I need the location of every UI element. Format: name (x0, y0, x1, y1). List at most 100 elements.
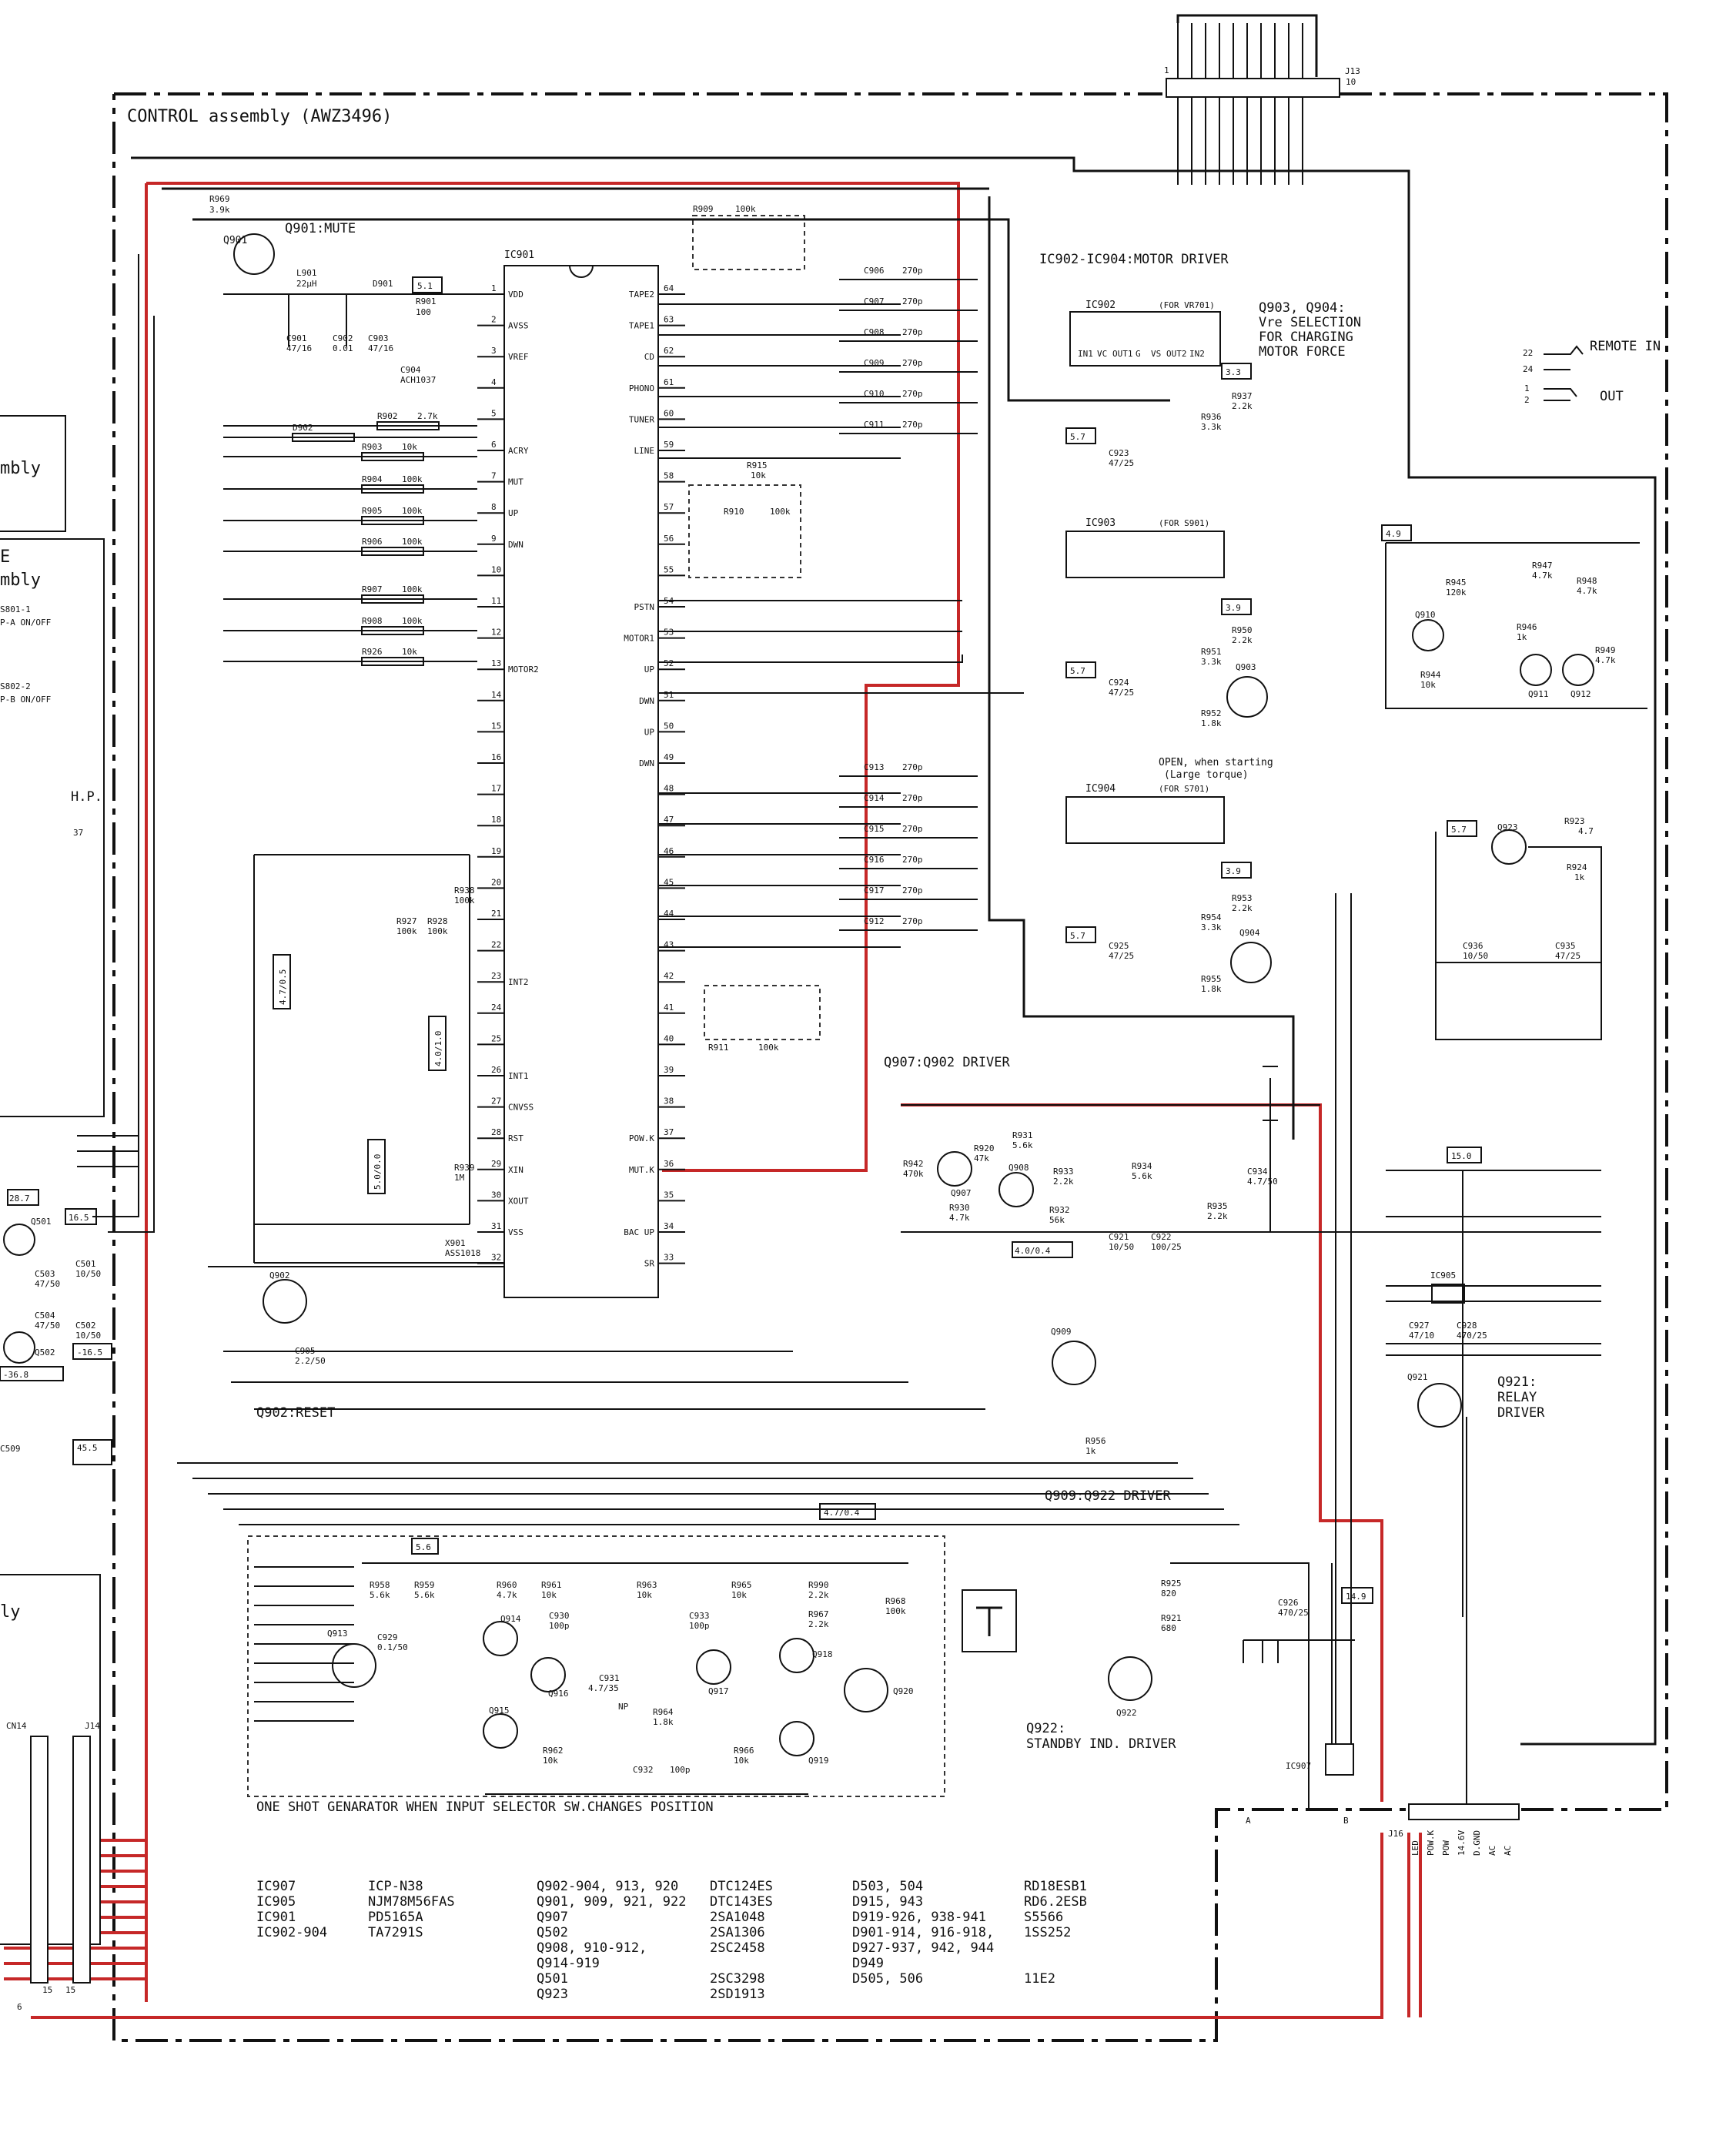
svg-text:R928: R928 (427, 916, 448, 926)
svg-text:POW.K: POW.K (1426, 1830, 1436, 1856)
svg-text:VC: VC (1097, 349, 1107, 359)
svg-text:2.2k: 2.2k (1207, 1211, 1228, 1221)
svg-text:IC905: IC905 (1430, 1270, 1456, 1281)
svg-text:10: 10 (1346, 77, 1356, 87)
svg-text:1: 1 (1164, 65, 1169, 75)
rotated-voltage-tags: 4.7/0.5 4.0/1.0 5.0/0.0 (273, 954, 447, 1194)
svg-text:100k: 100k (396, 926, 417, 936)
cap-ref: C917 (864, 886, 885, 896)
svg-text:Q912: Q912 (1570, 689, 1591, 699)
vre-selection-note: Q903, Q904: Vre SELECTION FOR CHARGING M… (1259, 300, 1361, 360)
svg-text:37: 37 (73, 828, 83, 838)
resistor-ref: R902 (377, 411, 398, 421)
diode-refs: D919-926, 938-941 (852, 1910, 986, 1925)
ic901-pin-name: SR (644, 1259, 655, 1269)
ic901-pin-number: 6 (491, 440, 497, 450)
svg-text:(FOR S701): (FOR S701) (1159, 784, 1209, 794)
cap-ref: C910 (864, 389, 885, 399)
svg-text:2.2k: 2.2k (808, 1590, 829, 1600)
svg-text:X901: X901 (445, 1238, 466, 1248)
ic901-pin-number: 39 (664, 1065, 674, 1075)
resistor-ref: R908 (362, 616, 383, 626)
svg-text:Q913: Q913 (327, 1629, 348, 1639)
svg-text:C503: C503 (35, 1269, 55, 1279)
svg-text:5.0/0.0: 5.0/0.0 (373, 1154, 383, 1190)
ic901-pin-name: CD (644, 352, 654, 362)
ic901-pin-number: 7 (491, 471, 497, 481)
svg-text:Q922: Q922 (1116, 1708, 1137, 1718)
ic901-pin-number: 40 (664, 1033, 674, 1043)
svg-text:16.5: 16.5 (69, 1213, 89, 1223)
q501-q502-section: 28.7 16.5 Q501 C503 47/50 C501 10/50 C50… (0, 1189, 112, 1465)
ic901-pin-name: INT2 (508, 977, 529, 987)
svg-text:680: 680 (1161, 1623, 1176, 1633)
transistor-part: DTC143ES (710, 1894, 773, 1910)
svg-text:C925: C925 (1109, 941, 1129, 951)
parts-ref: IC901 (256, 1910, 296, 1925)
svg-text:22: 22 (1523, 348, 1533, 358)
cap-ref: C916 (864, 855, 885, 865)
svg-text:(FOR VR701): (FOR VR701) (1159, 300, 1215, 310)
svg-text:R949: R949 (1595, 645, 1616, 655)
svg-text:A: A (1246, 1816, 1251, 1826)
ic901-pin-number: 1 (491, 283, 497, 293)
ic901-pin-number: 12 (491, 628, 501, 638)
svg-text:47/10: 47/10 (1409, 1331, 1434, 1341)
q901-mute-transistor: Q901 Q901:MUTE R969 3.9k (209, 194, 356, 275)
svg-text:C922: C922 (1151, 1232, 1172, 1242)
cap-value: 270p (902, 886, 923, 896)
diode-part: 11E2 (1024, 1971, 1055, 1987)
svg-text:47/25: 47/25 (1109, 688, 1134, 698)
cap-ref: C915 (864, 824, 885, 834)
ic901-pin-name: TUNER (629, 414, 654, 424)
svg-text:Q922:: Q922: (1026, 1721, 1065, 1736)
svg-text:1.8k: 1.8k (653, 1717, 674, 1727)
ic901-pin-number: 55 (664, 564, 674, 574)
svg-text:47/25: 47/25 (1109, 951, 1134, 961)
ic901-pin-name: TAPE1 (629, 321, 654, 331)
svg-text:47/16: 47/16 (286, 343, 312, 353)
ic901-left-pins: 1VDD2AVSS3VREF456ACRY7MUT8UP9DWN10111213… (477, 283, 539, 1264)
svg-text:Q902: Q902 (269, 1270, 290, 1281)
svg-text:Q501: Q501 (31, 1217, 52, 1227)
svg-text:47/25: 47/25 (1555, 951, 1580, 961)
resistor-ref: R904 (362, 474, 383, 484)
svg-text:Q910: Q910 (1415, 610, 1436, 620)
motor-driver-passives: 3.3 R937 2.2k R936 3.3k 5.7 C923 47/25 3… (1065, 363, 1253, 994)
svg-text:5.6k: 5.6k (414, 1590, 435, 1600)
svg-text:R965: R965 (731, 1580, 752, 1590)
ic901-pin-number: 16 (491, 752, 501, 762)
svg-text:47k: 47k (974, 1153, 989, 1163)
ic901-pin-name: UP (644, 727, 655, 737)
svg-text:RELAY: RELAY (1497, 1390, 1537, 1405)
transistor-refs: Q908, 910-912, (537, 1940, 647, 1956)
svg-text:5.6k: 5.6k (1012, 1140, 1033, 1150)
svg-text:R936: R936 (1201, 412, 1222, 422)
ic901-pin-name: BAC UP (624, 1227, 654, 1237)
ic901-pin-number: 53 (664, 628, 674, 638)
ic901-pin-name: INT1 (508, 1071, 529, 1081)
ic901-pin-number: 5 (491, 408, 497, 418)
svg-text:10k: 10k (543, 1756, 558, 1766)
svg-text:C927: C927 (1409, 1321, 1430, 1331)
svg-text:R930: R930 (949, 1203, 970, 1213)
svg-text:5.7: 5.7 (1451, 825, 1467, 835)
svg-text:C929: C929 (377, 1632, 398, 1642)
ic901-pin-name: MOTOR1 (624, 634, 654, 644)
connector-j16: J16 LED POW.K POW 14.6V D.GND AC AC A B (1246, 1803, 1520, 1856)
svg-text:R933: R933 (1053, 1167, 1074, 1177)
svg-text:1k: 1k (1517, 632, 1527, 642)
svg-text:3.3: 3.3 (1226, 367, 1241, 377)
svg-text:10/50: 10/50 (75, 1269, 101, 1279)
cap-ref: C911 (864, 420, 885, 430)
left-subassembly-fragments: mbly E mbly S801-1 P-A ON/OFF S802-2 P-B… (0, 415, 105, 1945)
svg-text:820: 820 (1161, 1589, 1176, 1599)
svg-text:4.7k: 4.7k (1595, 655, 1616, 665)
ic901-pin-number: 57 (664, 502, 674, 512)
tag-4.7-0.4: 4.7/0.4 (819, 1503, 876, 1520)
ic901-right-pins: 64TAPE263TAPE162CD61PHONO60TUNER59LINE58… (624, 283, 685, 1269)
transistor-part: 2SA1048 (710, 1910, 765, 1925)
svg-text:5.7: 5.7 (1070, 432, 1085, 442)
